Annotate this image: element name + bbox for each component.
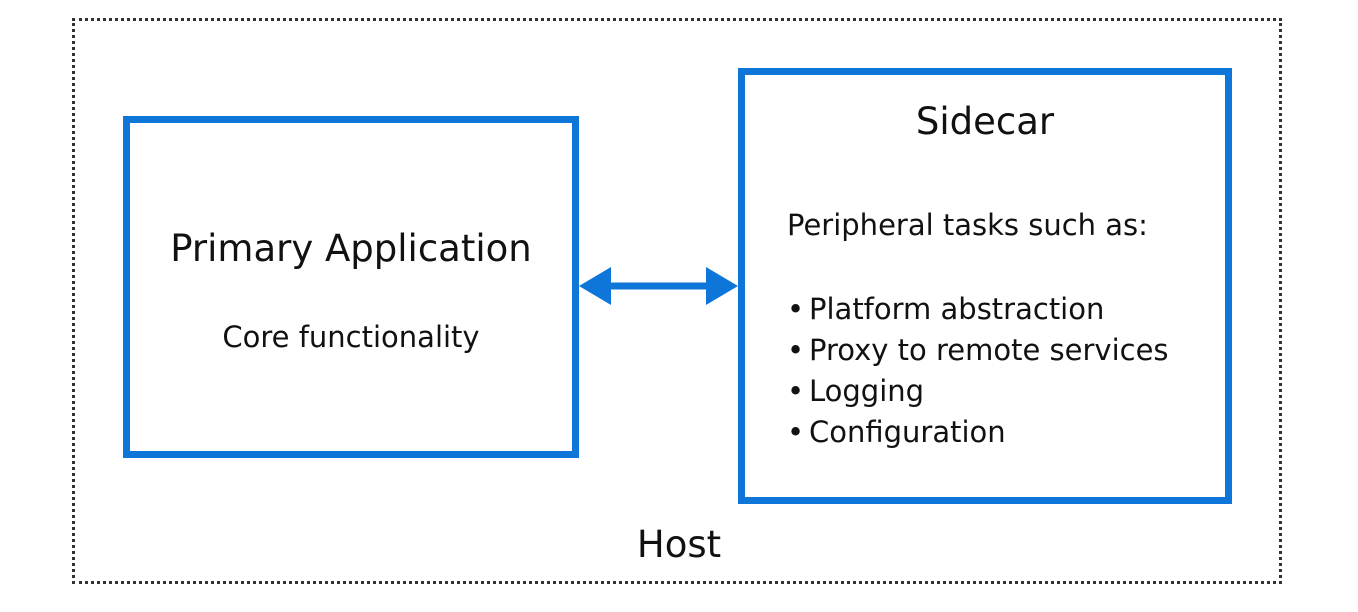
- bullet-icon: •: [787, 374, 805, 408]
- right-arrowhead: [706, 267, 738, 305]
- primary-application-box: Primary Application Core functionality: [123, 116, 579, 458]
- left-arrowhead: [579, 267, 611, 305]
- host-boundary: [72, 18, 1282, 584]
- sidecar-box: Sidecar Peripheral tasks such as: •Platf…: [738, 68, 1232, 504]
- task-configuration: •Configuration: [787, 412, 1169, 453]
- task-label: Logging: [809, 374, 925, 408]
- sidecar-intro: Peripheral tasks such as:: [787, 208, 1148, 242]
- bullet-icon: •: [787, 415, 805, 449]
- task-label: Configuration: [809, 415, 1006, 449]
- bullet-icon: •: [787, 292, 805, 326]
- host-label: Host: [636, 523, 722, 566]
- task-label: Proxy to remote services: [809, 333, 1169, 367]
- task-platform-abstraction: •Platform abstraction: [787, 289, 1169, 330]
- peripheral-task-list: •Platform abstraction •Proxy to remote s…: [787, 289, 1169, 453]
- primary-application-title: Primary Application: [170, 227, 532, 270]
- bullet-icon: •: [787, 333, 805, 367]
- task-proxy-to-remote-services: •Proxy to remote services: [787, 330, 1169, 371]
- task-label: Platform abstraction: [809, 292, 1105, 326]
- sidecar-title: Sidecar: [915, 100, 1055, 143]
- bidirectional-arrow: [579, 267, 738, 305]
- primary-application-subtitle: Core functionality: [222, 320, 480, 354]
- task-logging: •Logging: [787, 371, 1169, 412]
